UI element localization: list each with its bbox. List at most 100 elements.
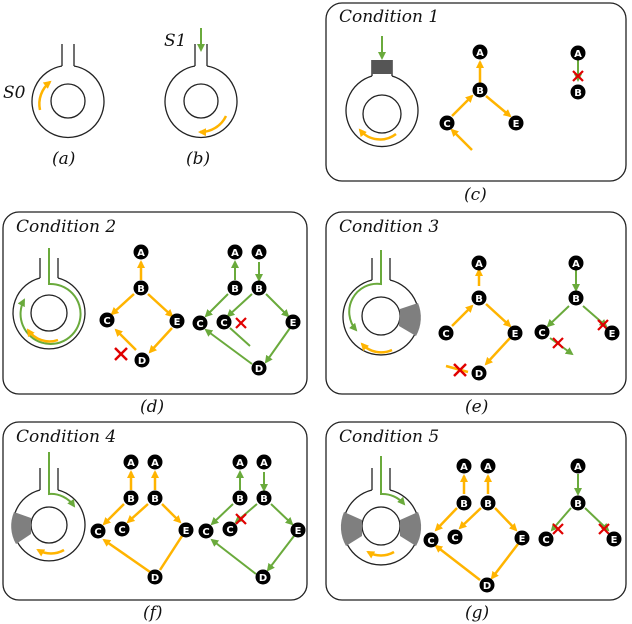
condition-box <box>2 421 308 601</box>
svg-text:C: C <box>538 328 545 339</box>
svg-text:C: C <box>443 119 450 130</box>
svg-text:E: E <box>611 535 618 546</box>
svg-text:B: B <box>574 88 582 99</box>
yellow-flow-arrow <box>38 80 52 111</box>
svg-text:C: C <box>118 525 125 536</box>
node-c: C <box>99 312 115 328</box>
svg-text:B: B <box>137 284 145 295</box>
node-d: D <box>147 569 163 585</box>
label-s1: S1 <box>164 31 186 51</box>
red-cross-icon <box>572 70 584 82</box>
node-d: D <box>251 360 267 376</box>
node-c: C <box>534 324 550 340</box>
panel-b: S1 (b) <box>164 28 238 169</box>
green-flow-arrow <box>48 452 76 508</box>
red-cross-icon <box>235 317 247 329</box>
blocked-segment <box>372 60 392 74</box>
svg-text:E: E <box>183 526 190 537</box>
node-e: E <box>178 522 194 538</box>
caption-d: (d) <box>140 397 164 417</box>
caption-f: (f) <box>143 603 163 623</box>
label-s0: S0 <box>3 83 26 103</box>
svg-text:A: A <box>236 458 244 469</box>
node-c: C <box>423 532 439 548</box>
green-graph <box>210 470 295 575</box>
yellow-flow-arrow <box>198 115 228 137</box>
svg-text:B: B <box>260 494 268 505</box>
svg-text:A: A <box>231 248 239 259</box>
svg-text:A: A <box>484 462 492 473</box>
svg-text:B: B <box>255 284 263 295</box>
svg-text:C: C <box>202 527 209 538</box>
node-b: B <box>568 290 584 306</box>
red-cross-icon <box>114 347 128 361</box>
svg-text:A: A <box>460 462 468 473</box>
svg-text:A: A <box>255 248 263 259</box>
blocked-segment <box>11 512 31 544</box>
caption-c: (c) <box>464 185 487 205</box>
ring-device-a <box>31 44 105 139</box>
green-flow-arrow <box>348 250 382 332</box>
yellow-flow-arrow <box>36 548 65 557</box>
svg-text:E: E <box>174 317 181 328</box>
svg-text:E: E <box>290 318 297 329</box>
panel-d: Condition 2 A B C E D <box>2 211 308 417</box>
svg-text:B: B <box>127 494 135 505</box>
panel-g: Condition 5 A A B B C C E D <box>325 421 627 623</box>
green-graph <box>204 260 291 365</box>
svg-text:C: C <box>220 318 227 329</box>
panel-f: Condition 4 A A B B C C E D <box>2 421 308 623</box>
svg-text:A: A <box>574 462 582 473</box>
node-e: E <box>290 522 306 538</box>
red-cross-icon <box>552 337 564 349</box>
svg-text:B: B <box>236 494 244 505</box>
red-cross-icon <box>235 513 247 525</box>
condition-title: Condition 3 <box>339 217 439 237</box>
node-a: A <box>456 458 472 474</box>
svg-text:A: A <box>476 48 484 59</box>
node-b: B <box>471 290 487 306</box>
node-a: A <box>256 454 272 470</box>
red-cross-icon <box>453 363 467 377</box>
svg-text:D: D <box>151 573 159 584</box>
condition-box <box>2 211 308 395</box>
panel-a: S0 (a) <box>3 44 105 169</box>
svg-text:A: A <box>475 259 483 270</box>
green-graph: A B <box>570 45 586 100</box>
node-a: A <box>227 244 243 260</box>
yellow-graph <box>450 60 512 151</box>
svg-text:A: A <box>137 248 145 259</box>
svg-text:B: B <box>476 86 484 97</box>
node-b: B <box>456 495 472 511</box>
blocked-segment <box>399 303 421 336</box>
node-e: E <box>508 115 524 131</box>
svg-text:A: A <box>151 458 159 469</box>
node-c: C <box>222 521 238 537</box>
node-b: B <box>123 490 139 506</box>
svg-text:D: D <box>483 581 491 592</box>
yellow-flow-arrow <box>26 328 59 343</box>
svg-text:C: C <box>442 329 449 340</box>
node-d: D <box>255 569 271 585</box>
svg-text:D: D <box>475 369 483 380</box>
svg-text:E: E <box>513 119 520 130</box>
svg-text:C: C <box>427 536 434 547</box>
ring-device-d <box>12 258 86 350</box>
node-c: C <box>538 531 554 547</box>
node-d: D <box>479 577 495 593</box>
svg-text:B: B <box>475 294 483 305</box>
node-d: D <box>471 365 487 381</box>
node-a: A <box>472 44 488 60</box>
caption-b: (b) <box>186 149 210 169</box>
node-d: D <box>134 352 150 368</box>
yellow-flow-arrow <box>360 342 393 354</box>
svg-text:B: B <box>572 294 580 305</box>
condition-title: Condition 4 <box>16 427 116 447</box>
node-b: B <box>147 490 163 506</box>
node-a: A <box>232 454 248 470</box>
node-b: B <box>256 490 272 506</box>
svg-text:A: A <box>572 259 580 270</box>
red-cross-icon <box>598 523 610 535</box>
node-e: E <box>514 530 530 546</box>
svg-text:C: C <box>103 316 110 327</box>
